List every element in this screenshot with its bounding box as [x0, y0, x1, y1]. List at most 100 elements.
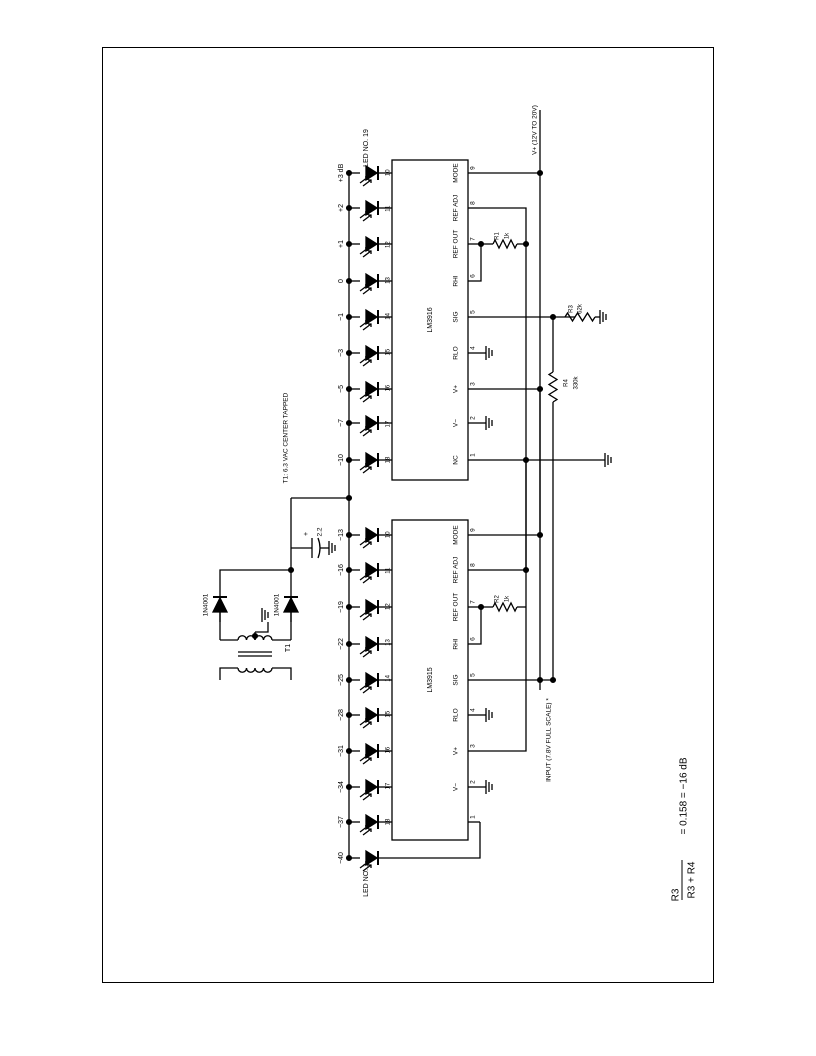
led-1-label: LED NO. 1 — [363, 863, 370, 897]
led-icon — [359, 235, 379, 258]
pin-label: MODE — [453, 525, 460, 545]
pin-label: RHI — [453, 638, 460, 649]
db-label: +3 dB — [338, 163, 345, 182]
led-pin-number: 14 — [386, 674, 392, 681]
led-icon — [359, 344, 379, 367]
components — [211, 159, 612, 872]
vplus-wire — [480, 460, 527, 752]
junction-dot — [345, 531, 353, 539]
led-icon — [359, 598, 379, 621]
junction-dot — [345, 419, 353, 427]
db-label: −1 — [338, 313, 345, 321]
pin-number: 5 — [470, 673, 477, 677]
pin-number: 2 — [470, 416, 477, 420]
pin-number: 6 — [470, 274, 477, 278]
cap-plus: + — [303, 532, 310, 536]
db-label: −7 — [338, 419, 345, 427]
r4-value: 330k — [574, 375, 580, 389]
chip-upper-body — [391, 159, 469, 481]
junction-dot — [345, 783, 353, 791]
led-pin-number: 15 — [386, 710, 392, 717]
led-icon — [359, 164, 379, 187]
junction-dot — [345, 640, 353, 648]
db-label: +2 — [338, 204, 345, 212]
pin-number: 9 — [470, 166, 477, 170]
junction-dot — [345, 818, 353, 826]
led-icon — [359, 561, 379, 584]
led-icon — [359, 635, 379, 658]
pin-label: RLO — [453, 708, 460, 721]
led-pin-number: 15 — [386, 348, 392, 355]
r4-label: R4 — [564, 379, 570, 387]
pin-label: RLO — [453, 346, 460, 359]
pin-number: 1 — [470, 453, 477, 457]
junction-dot — [345, 676, 353, 684]
led-pin-number: 16 — [386, 746, 392, 753]
junction-dot — [477, 240, 485, 248]
led-pin-number: 12 — [386, 603, 392, 610]
capacitor-icon — [317, 537, 321, 559]
input-label: INPUT (7.8V FULL SCALE) * — [546, 698, 553, 782]
junction-dot — [345, 747, 353, 755]
pin-number: 3 — [470, 382, 477, 386]
t1-note: T1: 6.3 VAC CENTER TAPPED — [283, 392, 290, 483]
junction-dot — [536, 676, 544, 684]
led-pin-number: 18 — [386, 456, 392, 463]
led-icon — [359, 526, 379, 549]
pin-label: REF OUT — [453, 230, 460, 259]
pin-number: 8 — [470, 201, 477, 205]
led-pin-number: 10 — [386, 169, 392, 176]
pin-label: NC — [453, 455, 460, 465]
ground-icon — [599, 310, 607, 324]
pin-label: V− — [453, 419, 460, 427]
r1-icon — [492, 238, 518, 250]
junction-dot — [345, 204, 353, 212]
pin-number: 6 — [470, 637, 477, 641]
pin-label: REF ADJ — [453, 557, 460, 584]
r2-value: 1k — [505, 595, 511, 602]
led-pin-number: 14 — [386, 312, 392, 319]
diode-label: 1N4001 — [274, 593, 281, 616]
ground-icon — [485, 708, 493, 722]
r2-label: R2 — [495, 595, 501, 603]
page-frame — [102, 47, 714, 983]
db-label: −40 — [338, 852, 345, 864]
chip-upper-name: LM3916 — [427, 307, 434, 332]
pin-label: REF ADJ — [453, 195, 460, 222]
r4-icon — [547, 371, 559, 403]
db-label: −28 — [338, 709, 345, 721]
db-label: −13 — [338, 529, 345, 541]
junction-dot — [345, 240, 353, 248]
primary-wire — [272, 667, 292, 680]
led-icon — [359, 308, 379, 331]
led-icon — [359, 380, 379, 403]
chip-lower-body — [391, 519, 469, 841]
junction-dot — [345, 494, 353, 502]
pin-number: 2 — [470, 780, 477, 784]
led-icon — [359, 813, 379, 836]
pin-number: 3 — [470, 744, 477, 748]
led-icon — [359, 414, 379, 437]
led-icon — [359, 671, 379, 694]
chip-lower-name: LM3915 — [427, 667, 434, 692]
ground-icon — [328, 541, 336, 555]
r3-icon — [564, 311, 596, 323]
db-label: −10 — [338, 454, 345, 466]
pin-label: V− — [453, 783, 460, 791]
eq-numerator: R3 — [671, 888, 682, 901]
primary-wire — [219, 667, 238, 680]
pin-label: SIG — [453, 674, 460, 685]
eq-denominator: R3 + R4 — [687, 861, 698, 898]
pin-number: 8 — [470, 563, 477, 567]
db-label: −31 — [338, 745, 345, 757]
diode-icon — [282, 596, 300, 613]
pin-label: V+ — [453, 385, 460, 393]
junction-dot — [536, 169, 544, 177]
pin-number: 4 — [470, 346, 477, 350]
led-pin-number: 18 — [386, 818, 392, 825]
r3-label: R3 — [569, 305, 575, 313]
db-label: −19 — [338, 601, 345, 613]
led-pin-number: 16 — [386, 384, 392, 391]
db-label: −3 — [338, 349, 345, 357]
